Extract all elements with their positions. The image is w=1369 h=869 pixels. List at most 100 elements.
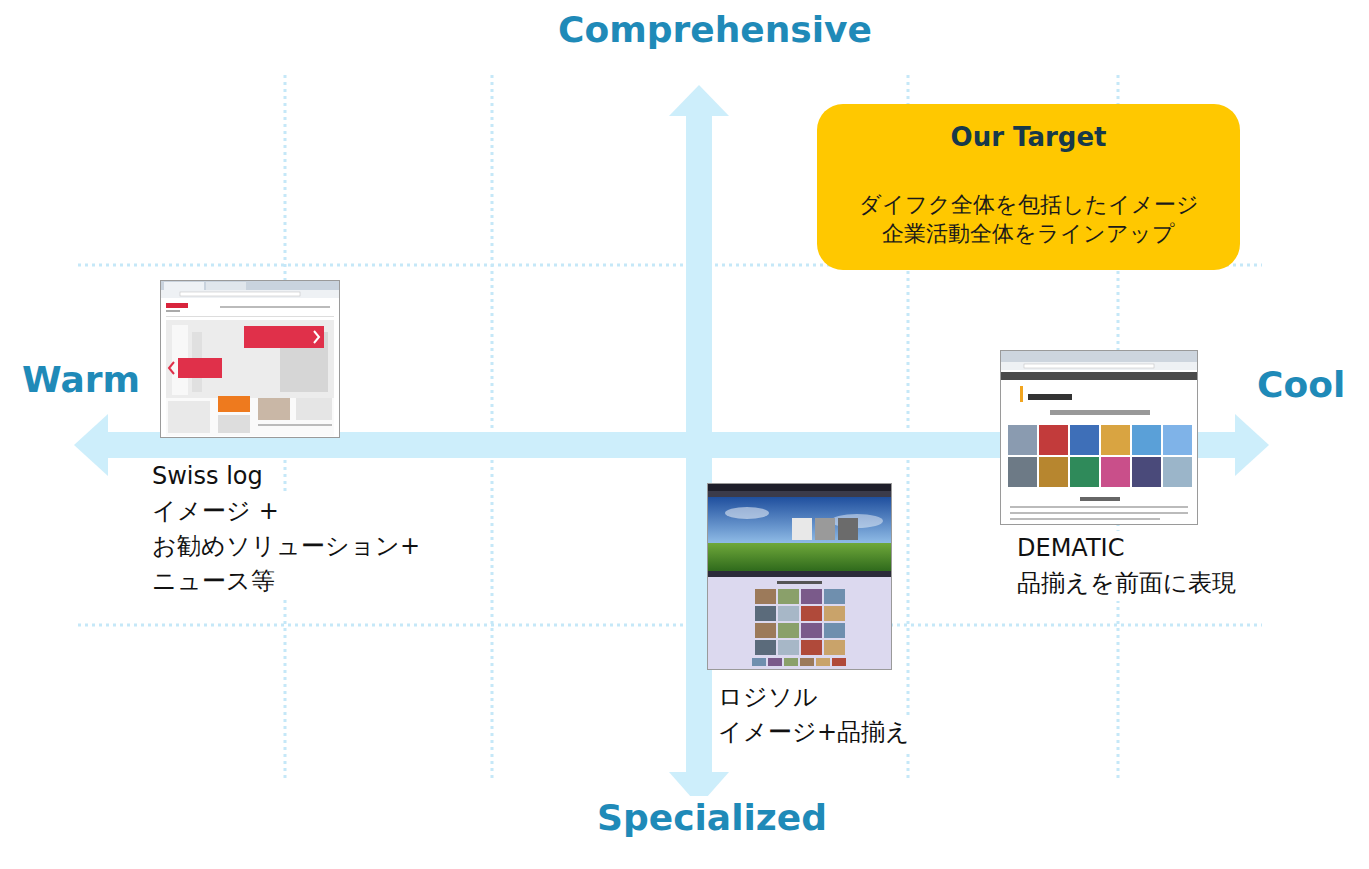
card xyxy=(168,401,210,433)
browser-tab xyxy=(206,282,246,290)
caption-block: DEMATIC品揃えを前面に表現 xyxy=(1017,531,1357,601)
axes xyxy=(74,85,1269,806)
header-bar xyxy=(707,491,892,497)
thumbnail xyxy=(778,606,799,621)
card xyxy=(296,398,332,420)
site-logo xyxy=(166,303,188,308)
nav-bar xyxy=(1000,372,1198,380)
sky-image xyxy=(707,497,892,543)
thumbnail xyxy=(755,640,776,655)
thumbnail xyxy=(824,640,845,655)
top-bar xyxy=(707,483,892,491)
tile-grid xyxy=(1008,425,1192,487)
product-tile xyxy=(1163,425,1192,455)
address-bar xyxy=(160,290,340,298)
menu-square xyxy=(838,518,858,540)
swisslog-screenshot xyxy=(160,280,340,438)
tile-grid xyxy=(752,589,846,666)
target-box: Our Target ダイフク全体を包括したイメージ 企業活動全体をラインアップ xyxy=(817,104,1240,270)
grid-lines xyxy=(78,75,1262,782)
browser-tabs xyxy=(1000,350,1198,362)
cloud xyxy=(725,507,769,519)
rule xyxy=(166,316,334,317)
address-field xyxy=(1024,364,1154,368)
product-tile xyxy=(1163,457,1192,487)
logo-sub xyxy=(166,310,180,312)
search-bar xyxy=(707,571,892,577)
text-line xyxy=(1010,518,1160,520)
logo-bar xyxy=(1020,386,1023,402)
product-tile xyxy=(1101,425,1130,455)
thumbnail xyxy=(778,623,799,638)
box-heading: Our Target xyxy=(951,120,1107,154)
caption-block: ロジソルイメージ+品揃え xyxy=(718,680,1048,750)
heading-line xyxy=(777,581,822,584)
card xyxy=(258,398,290,420)
screenshot-frame: DEMATIC品揃えを前面に表現 xyxy=(1000,350,1198,525)
box-body: ダイフク全体を包括したイメージ 企業活動全体をラインアップ xyxy=(844,190,1214,248)
red-banner xyxy=(244,326,324,348)
product-tile xyxy=(1039,425,1068,455)
caption-note: 品揃えを前面に表現 xyxy=(1017,566,1236,601)
product-tile xyxy=(1039,457,1068,487)
thumbnail xyxy=(801,606,822,621)
thumbnail xyxy=(801,623,822,638)
product-tile xyxy=(1070,457,1099,487)
menu-square xyxy=(815,518,835,540)
thumbnail xyxy=(801,640,822,655)
address-field xyxy=(180,292,300,296)
chevron xyxy=(169,362,174,374)
axis-arrowhead xyxy=(74,414,108,476)
page-ground xyxy=(707,483,892,670)
caption-name: DEMATIC xyxy=(1017,531,1124,566)
thumbnail xyxy=(755,623,776,638)
card xyxy=(218,396,250,412)
thumbnail xyxy=(752,658,766,666)
caption-block: Swiss logイメージ + お勧めソリューション+ ニュース等 xyxy=(152,459,462,599)
axis-arrowhead xyxy=(1235,414,1269,476)
hero-image xyxy=(166,320,334,398)
logisol-screenshot xyxy=(707,483,892,670)
caption-note: イメージ + お勧めソリューション+ ニュース等 xyxy=(152,494,462,599)
dematic-screenshot xyxy=(1000,350,1198,525)
caption-note: イメージ+品揃え xyxy=(718,715,910,750)
thumbnail xyxy=(755,589,776,604)
menu-square xyxy=(792,518,812,540)
text-line xyxy=(1010,506,1188,508)
caption-name: Swiss log xyxy=(152,459,263,494)
text-line xyxy=(258,424,332,426)
field-image xyxy=(707,543,892,571)
product-tile xyxy=(1070,425,1099,455)
caption-name: ロジソル xyxy=(718,680,818,715)
thumbnail xyxy=(824,606,845,621)
text-line xyxy=(1010,512,1188,514)
screenshot-frame: ロジソルイメージ+品揃え xyxy=(707,483,892,670)
page-ground xyxy=(1000,350,1198,525)
thumbnail xyxy=(778,589,799,604)
product-tile xyxy=(1008,457,1037,487)
screenshot-frame: Swiss logイメージ + お勧めソリューション+ ニュース等 xyxy=(160,280,340,438)
card xyxy=(218,415,250,433)
thumbnail xyxy=(801,589,822,604)
axis-label: Specialized xyxy=(593,796,831,840)
heading-line xyxy=(1080,497,1120,501)
red-banner xyxy=(178,358,222,378)
thumbnail xyxy=(778,640,799,655)
browser-tab xyxy=(164,282,204,290)
page-ground xyxy=(160,280,340,438)
browser-tabs xyxy=(160,280,340,290)
axis-label: Warm xyxy=(18,358,144,402)
product-tile xyxy=(1008,425,1037,455)
site-logo xyxy=(1028,394,1072,400)
grid-line xyxy=(491,75,494,782)
thumbnail xyxy=(816,658,830,666)
thumbnail xyxy=(784,658,798,666)
thumbnail xyxy=(824,623,845,638)
thumbnail xyxy=(824,589,845,604)
thumbnail xyxy=(768,658,782,666)
product-tile xyxy=(1101,457,1130,487)
thumbnail xyxy=(832,658,846,666)
nav-line xyxy=(220,306,330,308)
grid-line xyxy=(78,624,1262,627)
